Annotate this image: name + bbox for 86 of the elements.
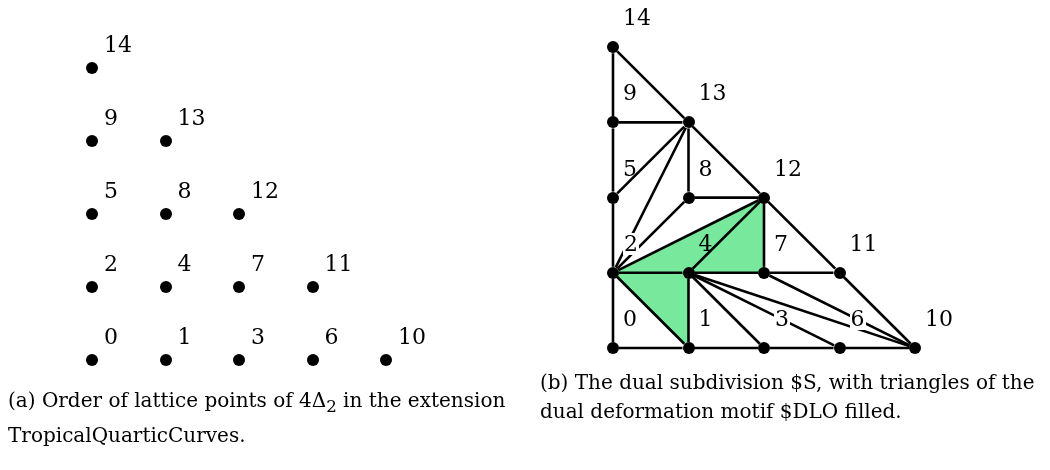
point-number: 6	[324, 326, 339, 348]
subdivision-edge	[770, 346, 834, 350]
point-number: 10	[925, 308, 953, 330]
point-number: 0	[104, 326, 118, 348]
lattice-point	[758, 342, 770, 354]
lattice-point	[233, 354, 245, 366]
point-number: 11	[324, 253, 353, 275]
lattice-point	[233, 281, 245, 293]
lattice-point	[833, 266, 846, 279]
figure-caption: (a) Order of lattice points of 4Δ$_{2}$ in the extension TropicalQuarticCurves.	[8, 387, 507, 449]
lattice-point	[758, 191, 770, 204]
subdivision-edge	[691, 125, 761, 195]
lattice-point	[607, 116, 619, 129]
lattice-point	[682, 342, 695, 354]
subdivision-edge	[694, 196, 758, 199]
point-number: 4	[177, 253, 192, 275]
lattice-point	[86, 208, 98, 220]
subdivision-edge	[614, 127, 687, 269]
point-number: 14	[104, 34, 132, 56]
subdivision-edge	[770, 271, 834, 275]
subdivision-edge	[694, 271, 758, 275]
subdivision-edge	[619, 121, 683, 124]
lattice-point	[86, 135, 98, 147]
lattice-point	[607, 342, 619, 354]
point-number: 1	[698, 308, 713, 330]
point-number: 14	[623, 7, 651, 30]
subdivision-edge	[694, 346, 758, 350]
lattice-point	[86, 281, 98, 293]
point-number: 8	[698, 157, 713, 180]
subdivision-edge	[768, 274, 911, 347]
lattice-point	[682, 191, 695, 204]
point-number: 10	[398, 326, 426, 348]
point-number: 4	[698, 232, 713, 255]
lattice-point	[833, 342, 846, 354]
subdivision-edge	[611, 203, 615, 267]
subdivision-edge	[687, 128, 690, 192]
lattice-point	[607, 191, 619, 204]
point-number: 11	[849, 232, 878, 255]
subdivision-edge	[616, 125, 686, 195]
point-number: 7	[251, 253, 265, 275]
subdivision-edge	[616, 200, 686, 270]
point-number: 0	[623, 308, 637, 330]
point-number: 5	[104, 180, 118, 202]
lattice-point	[159, 281, 172, 293]
point-number: 6	[849, 308, 866, 330]
point-number: 2	[623, 232, 639, 255]
point-number: 3	[251, 326, 265, 348]
point-number: 12	[774, 157, 802, 180]
figure-caption: (b) The dual subdivision $S, with triangles of the dual deformation motif $DLO filled.	[540, 369, 1036, 425]
subdivision-edge	[693, 273, 910, 348]
lattice-point	[909, 342, 921, 354]
point-number: 5	[623, 157, 637, 180]
point-number: 1	[177, 326, 192, 348]
subdivision-edge	[611, 53, 615, 117]
subdivision-edge	[845, 346, 909, 350]
lattice-point	[306, 354, 319, 366]
point-number: 2	[104, 253, 118, 275]
subdivision-edge	[619, 271, 683, 275]
point-number: 12	[251, 180, 279, 202]
subdivision-edge	[693, 274, 835, 347]
point-number: 8	[177, 180, 192, 202]
point-number: 9	[104, 107, 118, 129]
lattice-point	[159, 208, 172, 220]
subdivision-edge	[842, 276, 912, 345]
point-number: 13	[177, 107, 206, 129]
lattice-point	[233, 208, 245, 220]
point-number: 7	[774, 232, 788, 255]
subdivision-edge	[687, 278, 690, 342]
lattice-point	[86, 62, 98, 74]
subdivision-edge	[611, 278, 615, 342]
subdivision-edge	[611, 128, 615, 192]
subdivision-edge	[767, 200, 837, 270]
point-number: 9	[623, 82, 637, 105]
lattice-point	[607, 41, 619, 54]
subdivision-edge	[762, 203, 766, 267]
lattice-point	[159, 135, 172, 147]
point-number: 13	[698, 82, 727, 105]
lattice-point	[159, 354, 172, 366]
subdivision-edge	[616, 50, 686, 120]
lattice-point	[306, 281, 319, 293]
lattice-point	[380, 354, 392, 366]
subdivision-edge	[691, 276, 761, 345]
lattice-point	[607, 266, 619, 279]
lattice-point	[682, 116, 695, 129]
lattice-point	[86, 354, 98, 366]
subdivision-edge	[619, 346, 683, 350]
